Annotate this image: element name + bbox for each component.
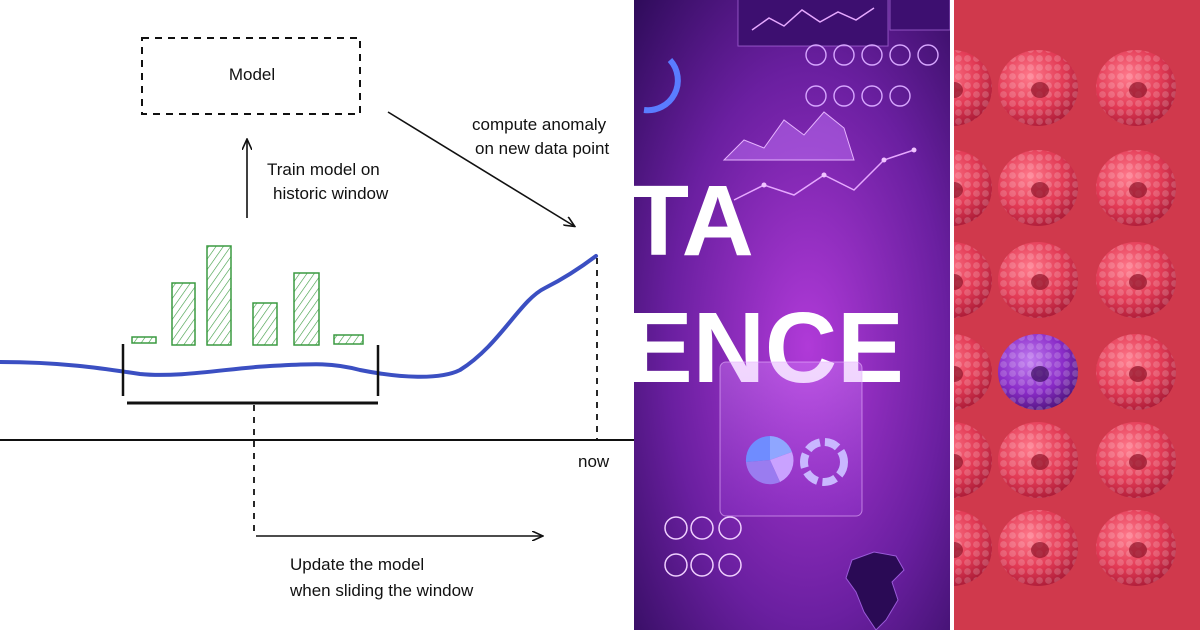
- model-label: Model: [229, 65, 275, 84]
- now-label: now: [578, 452, 610, 471]
- data-science-canvas: TA ENCE: [634, 0, 950, 630]
- histogram: [131, 245, 364, 346]
- mini-line-chart: [751, 7, 875, 31]
- anomaly-label-line1: compute anomaly: [472, 115, 607, 134]
- people-icons: [805, 44, 939, 107]
- raspberry: [954, 242, 992, 318]
- raspberry: [954, 422, 992, 498]
- chart-card: [889, 0, 950, 31]
- raspberry: [1096, 422, 1176, 498]
- bottom-icons: [664, 516, 742, 577]
- raspberry: [998, 150, 1078, 226]
- raspberry: [1096, 242, 1176, 318]
- raspberry: [1096, 50, 1176, 126]
- raspberry: [1096, 510, 1176, 586]
- data-science-image: TA ENCE: [634, 0, 950, 630]
- raspberry: [954, 150, 992, 226]
- panel-divider: [950, 0, 954, 630]
- histogram-bar: [252, 302, 278, 346]
- raspberry: [954, 50, 992, 126]
- raspberry: [954, 334, 992, 410]
- histogram-bar: [293, 272, 320, 346]
- histogram-bar: [171, 282, 196, 346]
- raspberries-canvas: [954, 0, 1200, 630]
- raspberry: [998, 422, 1078, 498]
- diagram-canvas: Model Train model on historic window com…: [0, 37, 634, 600]
- update-label-line1: Update the model: [290, 555, 424, 574]
- anomaly-arrow: [387, 111, 574, 226]
- area-chart: [722, 111, 855, 161]
- chart-card: [737, 0, 889, 47]
- raspberry: [998, 510, 1078, 586]
- train-label-line1: Train model on: [267, 160, 380, 179]
- histogram-bar: [333, 334, 364, 345]
- anomaly-label-line2: on new data point: [475, 139, 609, 158]
- histogram-bar: [206, 245, 232, 346]
- time-series-curve: [0, 254, 598, 379]
- model-box: [141, 37, 361, 115]
- berry-grid: [954, 50, 1176, 586]
- update-label-line2: when sliding the window: [289, 581, 474, 600]
- raspberry: [1096, 334, 1176, 410]
- pie-chart-icon: [745, 435, 794, 485]
- map-silhouette: [845, 551, 905, 630]
- line-chart-points: [761, 147, 917, 188]
- glass-panel: [719, 361, 863, 517]
- purple-raspberry: [998, 334, 1078, 410]
- sliding-window-diagram: Model Train model on historic window com…: [0, 37, 634, 600]
- gauge-icon: [643, 57, 681, 114]
- raspberry: [1096, 150, 1176, 226]
- big-text-line1: TA: [634, 165, 754, 277]
- raspberry: [998, 50, 1078, 126]
- histogram-bar: [131, 336, 157, 344]
- raspberries-image: [954, 0, 1200, 630]
- train-label-line2: historic window: [273, 184, 389, 203]
- raspberry: [998, 242, 1078, 318]
- donut-chart-icon: [800, 438, 848, 486]
- raspberry: [954, 510, 992, 586]
